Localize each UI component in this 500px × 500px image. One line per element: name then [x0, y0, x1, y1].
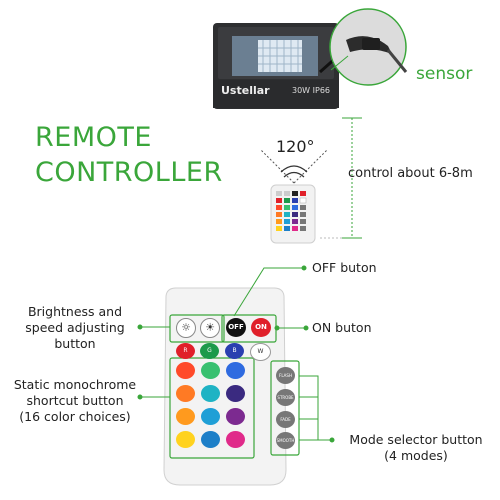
mode-highlight — [270, 360, 300, 456]
distance-label: control about 6-8m — [348, 166, 473, 181]
floodlight — [213, 23, 339, 109]
color-button[interactable] — [176, 385, 195, 402]
floodlight-bottom-bar — [213, 80, 339, 108]
off-button[interactable]: OFF — [226, 318, 246, 337]
flash-button[interactable]: FLASH — [276, 367, 295, 384]
distance-indicator — [320, 117, 362, 239]
color-grid — [176, 362, 248, 454]
blue-button[interactable]: B — [225, 343, 244, 359]
title-line-1: REMOTE — [35, 122, 152, 153]
color-button[interactable] — [226, 408, 245, 425]
angle-indicator — [260, 149, 328, 184]
mode-callout-line-2: (4 modes) — [384, 448, 448, 463]
color-button[interactable] — [226, 431, 245, 448]
mode-selector-callout: Mode selector button (4 modes) — [336, 432, 496, 464]
static-color-callout: Static monochrome shortcut button (16 co… — [4, 377, 146, 425]
brightness-callout-line-2: speed adjusting — [25, 320, 125, 335]
color-button[interactable] — [201, 431, 220, 448]
color-button[interactable] — [201, 385, 220, 402]
title-line-2: CONTROLLER — [35, 157, 223, 188]
sensor-zoom — [329, 8, 408, 86]
off-button-callout: OFF buton — [312, 260, 377, 275]
brightness-callout: Brightness and speed adjusting button — [4, 304, 146, 352]
brightness-callout-line-3: button — [54, 336, 96, 351]
brightness-callout-line-1: Brightness and — [27, 304, 123, 319]
floodlight-led-grid — [258, 40, 302, 72]
color-button[interactable] — [176, 408, 195, 425]
static-callout-line-1: Static monochrome — [13, 377, 137, 392]
color-button[interactable] — [226, 385, 245, 402]
callout-connectors — [137, 265, 335, 443]
color-button[interactable] — [201, 362, 220, 379]
page-title: REMOTE CONTROLLER — [35, 120, 235, 190]
sensor-label: sensor — [416, 64, 473, 84]
floodlight-brand: Ustellar — [221, 84, 270, 97]
static-callout-line-3: (16 color choices) — [19, 409, 131, 424]
floodlight-spec: 30W IP66 — [292, 86, 330, 95]
strobe-button[interactable]: STROBE — [276, 389, 295, 406]
static-callout-line-2: shortcut button — [26, 393, 124, 408]
green-button[interactable]: G — [200, 343, 219, 359]
smooth-button[interactable]: SMOOTH — [276, 432, 295, 449]
color-button[interactable] — [201, 408, 220, 425]
small-remote — [270, 184, 316, 244]
fade-button[interactable]: FADE — [276, 411, 295, 428]
on-button-callout: ON buton — [312, 320, 372, 335]
color-button[interactable] — [176, 362, 195, 379]
red-button[interactable]: R — [176, 343, 195, 359]
brightness-highlight — [169, 314, 225, 343]
color-button[interactable] — [176, 431, 195, 448]
on-button[interactable]: ON — [251, 318, 271, 337]
brightness-up-button[interactable]: ☼ — [176, 318, 196, 338]
white-button[interactable]: W — [250, 343, 271, 361]
brightness-down-button[interactable]: ☀ — [200, 318, 220, 338]
color-button[interactable] — [226, 362, 245, 379]
angle-label: 120° — [276, 137, 315, 156]
mode-callout-line-1: Mode selector button — [349, 432, 483, 447]
